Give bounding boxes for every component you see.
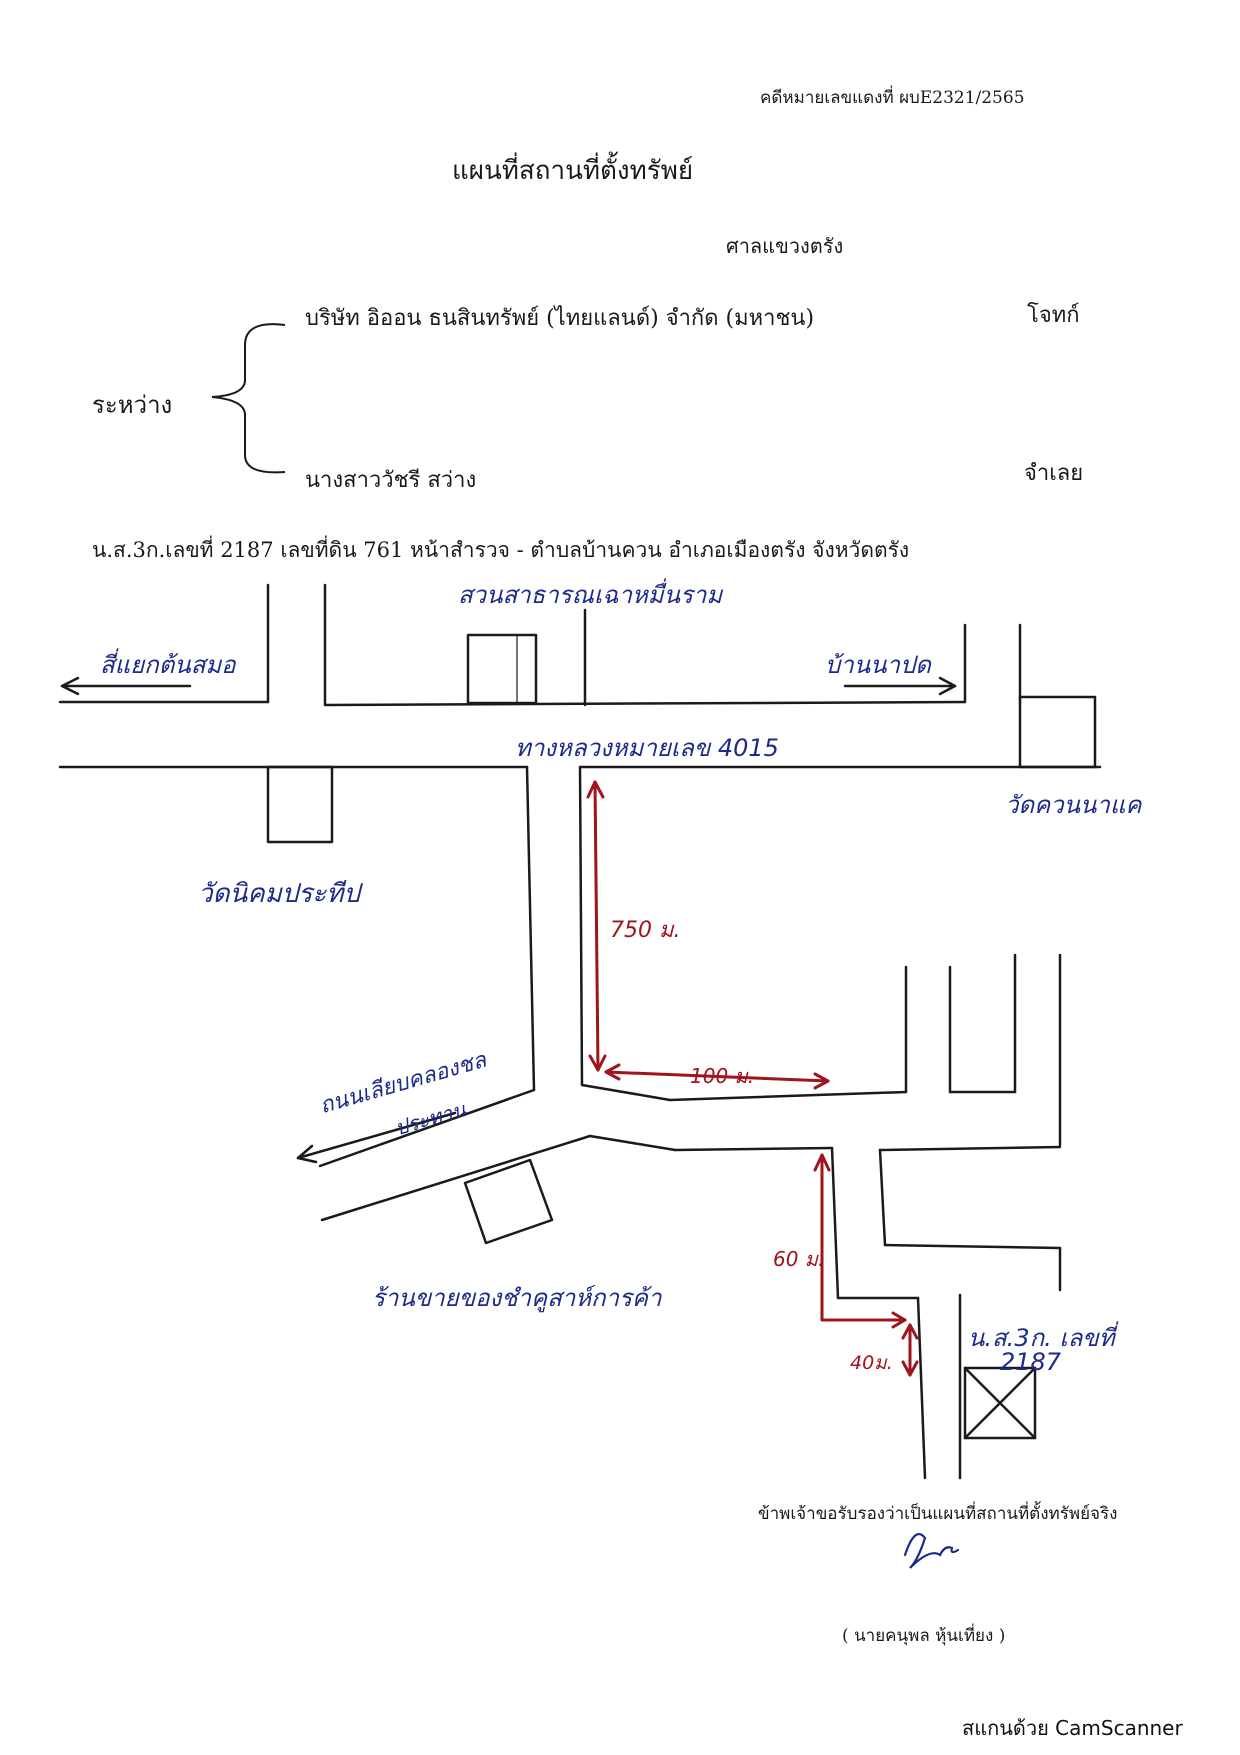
park-building bbox=[466, 633, 538, 705]
court-name: ศาลแขวงตรัง bbox=[726, 234, 844, 258]
party-brace bbox=[211, 323, 286, 474]
label-park: สวนสาธารณเฉาหมื่นราม bbox=[458, 581, 723, 609]
temple-left-building bbox=[266, 765, 334, 844]
label-highway: ทางหลวงหมายเลข 4015 bbox=[515, 734, 779, 762]
plaintiff-role: โจทก์ bbox=[1027, 303, 1080, 328]
defendant-name: นางสาววัชรี สว่าง bbox=[305, 468, 477, 493]
between-label: ระหว่าง bbox=[92, 391, 173, 419]
signer-name: ( นายคนุพล หุ้นเที่ยง ) bbox=[842, 1626, 1006, 1646]
page-title: แผนที่สถานที่ตั้งทรัพย์ bbox=[452, 156, 694, 186]
distance-40: 40ม. bbox=[850, 1352, 893, 1374]
property-marker bbox=[963, 1366, 1037, 1440]
label-shop: ร้านขายของชำคูสาห์การค้า bbox=[372, 1284, 662, 1312]
certification-text: ข้าพเจ้าขอรับรองว่าเป็นแผนที่สถานที่ตั้ง… bbox=[758, 1504, 1118, 1524]
label-property-1: น.ส.3ก. เลขที่ bbox=[968, 1324, 1115, 1352]
scanner-footer: สแกนด้วย CamScanner bbox=[962, 1716, 1183, 1740]
label-temple-right: วัดควนนาแค bbox=[1005, 791, 1142, 819]
label-temple-left: วัดนิคมประทีป bbox=[198, 879, 360, 909]
temple-right-building bbox=[1018, 695, 1097, 769]
distance-750: 750 ม. bbox=[610, 918, 681, 943]
label-property-2: 2187 bbox=[1000, 1348, 1062, 1376]
shop-building bbox=[463, 1158, 554, 1245]
label-to-left: สี่แยกต้นสมอ bbox=[100, 651, 236, 679]
label-to-right: บ้านนาปด bbox=[825, 651, 931, 679]
property-description: น.ส.3ก.เลขที่ 2187 เลขที่ดิน 761 หน้าสำร… bbox=[92, 538, 910, 562]
plaintiff-name: บริษัท อิออน ธนสินทรัพย์ (ไทยแลนด์) จำกั… bbox=[305, 306, 815, 331]
case-number: คดีหมายเลขแดงที่ ผบE2321/2565 bbox=[760, 88, 1025, 108]
distance-100: 100 ม. bbox=[690, 1064, 755, 1088]
defendant-role: จำเลย bbox=[1024, 461, 1084, 486]
distance-60: 60 ม. bbox=[773, 1247, 825, 1271]
signature-mark bbox=[903, 1533, 960, 1569]
